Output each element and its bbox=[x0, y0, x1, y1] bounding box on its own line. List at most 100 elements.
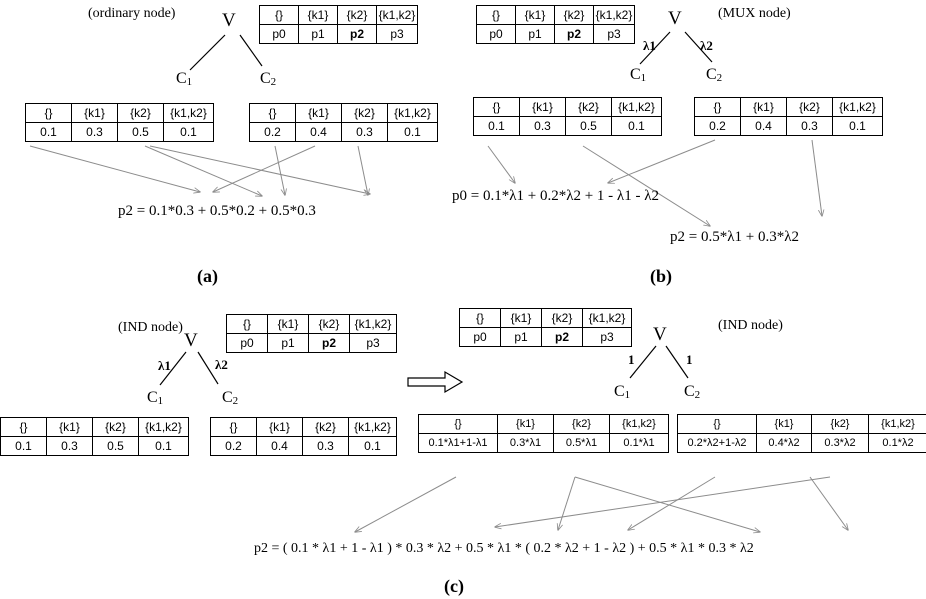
node-v-b: V bbox=[668, 8, 682, 29]
header-empty: {} bbox=[459, 308, 501, 328]
value-cell: 0.1 bbox=[832, 116, 883, 136]
header-empty: {} bbox=[677, 414, 757, 434]
header-k2: {k2} bbox=[341, 103, 388, 123]
child-c2-c-left: C2 bbox=[222, 389, 239, 407]
arrow-c3 bbox=[574, 476, 760, 532]
header-k2: {k2} bbox=[117, 103, 164, 123]
header-k1k2: {k1,k2} bbox=[348, 417, 397, 437]
scaled-cell: 0.4*λ2 bbox=[756, 433, 812, 453]
node-v-c-left: V bbox=[184, 330, 198, 351]
header-empty: {} bbox=[476, 5, 516, 25]
prob-p0: p0 bbox=[459, 327, 501, 347]
value-cell: 0.1 bbox=[473, 116, 520, 136]
arrow-b3 bbox=[608, 139, 716, 183]
scaled-cell: 0.3*λ1 bbox=[497, 433, 554, 453]
edge-cl-c2 bbox=[197, 351, 219, 385]
value-cell: 0.2 bbox=[249, 122, 296, 142]
child-c2-b: C2 bbox=[706, 66, 723, 84]
header-k2: {k2} bbox=[337, 5, 377, 25]
header-k1k2: {k1,k2} bbox=[163, 103, 214, 123]
header-k1: {k1} bbox=[71, 103, 118, 123]
edge-a-c1 bbox=[189, 34, 226, 71]
header-k1k2: {k1,k2} bbox=[609, 414, 669, 434]
arrow-c4 bbox=[628, 476, 716, 530]
table-c1-a: {} {k1} {k2} {k1,k2} 0.1 0.3 0.5 0.1 bbox=[25, 103, 214, 142]
header-empty: {} bbox=[473, 97, 520, 117]
header-k1k2: {k1,k2} bbox=[138, 417, 189, 437]
prob-p2: p2 bbox=[337, 24, 377, 44]
table-c2-a: {} {k1} {k2} {k1,k2} 0.2 0.4 0.3 0.1 bbox=[249, 103, 438, 142]
header-k1k2: {k1,k2} bbox=[349, 314, 397, 334]
value-cell: 0.5 bbox=[117, 122, 164, 142]
child-c2-c-right: C2 bbox=[684, 383, 701, 401]
value-cell: 0.4 bbox=[295, 122, 342, 142]
value-cell: 0.1 bbox=[0, 436, 47, 456]
header-k1: {k1} bbox=[519, 97, 566, 117]
prob-p2: p2 bbox=[541, 327, 583, 347]
edge-a-c2 bbox=[239, 34, 263, 67]
child-c1-c-left: C1 bbox=[147, 389, 164, 407]
header-k2: {k2} bbox=[554, 5, 594, 25]
arrow-c2 bbox=[558, 476, 576, 530]
label-a: (a) bbox=[197, 266, 218, 286]
arrow-a3 bbox=[149, 145, 370, 194]
value-cell: 0.4 bbox=[256, 436, 303, 456]
value-cell: 0.2 bbox=[694, 116, 741, 136]
child-c2-a: C2 bbox=[260, 70, 277, 88]
edge-cr-c2 bbox=[665, 345, 689, 379]
header-k2: {k2} bbox=[302, 417, 349, 437]
prob-p2: p2 bbox=[308, 333, 350, 353]
label-c: (c) bbox=[444, 576, 464, 596]
child-c1-a: C1 bbox=[176, 70, 193, 88]
table-v-c-left: {} {k1} {k2} {k1,k2} p0 p1 p2 p3 bbox=[226, 314, 397, 353]
value-cell: 0.1 bbox=[348, 436, 397, 456]
header-k2: {k2} bbox=[553, 414, 610, 434]
arrow-c1 bbox=[355, 476, 457, 532]
node-v-a: V bbox=[222, 10, 236, 31]
arrow-a2 bbox=[144, 145, 262, 196]
header-k2: {k2} bbox=[541, 308, 583, 328]
edge-b-c2 bbox=[684, 31, 713, 63]
value-cell: 0.1 bbox=[163, 122, 214, 142]
table-c1-c-right: {} {k1} {k2} {k1,k2} 0.1*λ1+1-λ1 0.3*λ1 … bbox=[418, 414, 669, 453]
header-k1k2: {k1,k2} bbox=[832, 97, 883, 117]
header-empty: {} bbox=[418, 414, 498, 434]
formula-a: p2 = 0.1*0.3 + 0.5*0.2 + 0.5*0.3 bbox=[118, 203, 316, 219]
header-k1: {k1} bbox=[497, 414, 554, 434]
header-k1: {k1} bbox=[500, 308, 542, 328]
header-k1: {k1} bbox=[295, 103, 342, 123]
prob-p1: p1 bbox=[298, 24, 338, 44]
header-k1k2: {k1,k2} bbox=[387, 103, 438, 123]
table-v-a: {} {k1} {k2} {k1,k2} p0 p1 p2 p3 bbox=[259, 5, 418, 44]
arrow-b4 bbox=[811, 139, 822, 216]
header-empty: {} bbox=[0, 417, 47, 437]
value-cell: 0.1 bbox=[387, 122, 438, 142]
header-k2: {k2} bbox=[565, 97, 612, 117]
table-c2-c-right: {} {k1} {k2} {k1,k2} 0.2*λ2+1-λ2 0.4*λ2 … bbox=[677, 414, 926, 453]
arrow-b1 bbox=[487, 145, 515, 183]
transform-arrow bbox=[407, 370, 464, 394]
child-c1-c-right: C1 bbox=[614, 383, 631, 401]
prob-p1: p1 bbox=[515, 24, 555, 44]
header-k1k2: {k1,k2} bbox=[376, 5, 418, 25]
table-c1-b: {} {k1} {k2} {k1,k2} 0.1 0.3 0.5 0.1 bbox=[473, 97, 662, 136]
prob-p3: p3 bbox=[582, 327, 632, 347]
prob-p0: p0 bbox=[226, 333, 268, 353]
prob-p3: p3 bbox=[593, 24, 635, 44]
header-k1: {k1} bbox=[256, 417, 303, 437]
scaled-cell: 0.1*λ1+1-λ1 bbox=[418, 433, 498, 453]
header-k1: {k1} bbox=[515, 5, 555, 25]
lambda2-b: λ2 bbox=[700, 38, 713, 53]
header-k2: {k2} bbox=[786, 97, 833, 117]
header-empty: {} bbox=[694, 97, 741, 117]
prob-p2: p2 bbox=[554, 24, 594, 44]
arrow-a4 bbox=[274, 145, 285, 195]
header-k1: {k1} bbox=[298, 5, 338, 25]
scaled-cell: 0.5*λ1 bbox=[553, 433, 610, 453]
header-k1: {k1} bbox=[756, 414, 812, 434]
scaled-cell: 0.1*λ2 bbox=[868, 433, 926, 453]
table-v-b: {} {k1} {k2} {k1,k2} p0 p1 p2 p3 bbox=[476, 5, 635, 44]
header-empty: {} bbox=[210, 417, 257, 437]
